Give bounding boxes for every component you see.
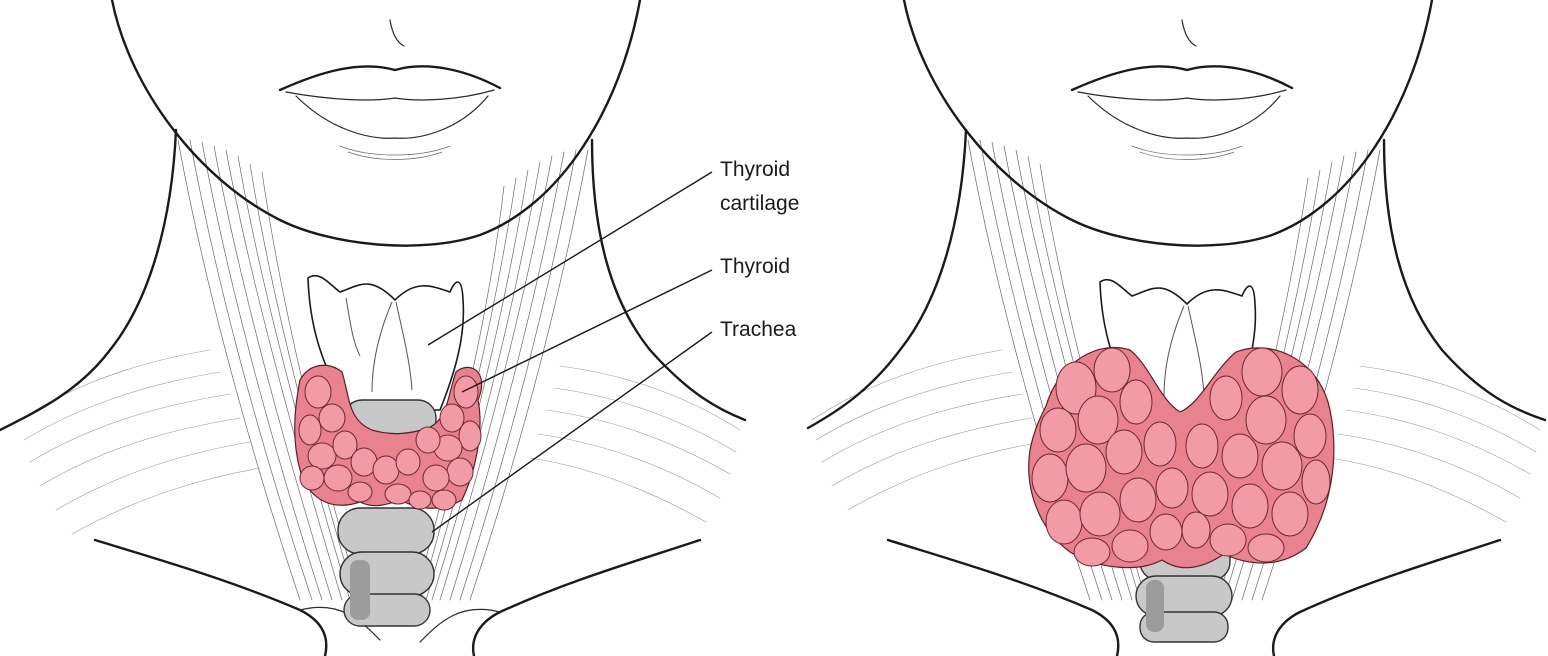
label-trachea: Trachea — [720, 318, 797, 341]
left-lips — [280, 20, 500, 160]
leader-thyroid-cartilage — [428, 172, 712, 345]
left-clavicle — [95, 540, 326, 656]
label-thyroid-cartilage-line1: Thyroid — [720, 158, 790, 181]
label-thyroid-cartilage-line2: cartilage — [720, 192, 799, 215]
right-neck-outline — [808, 130, 966, 428]
label-thyroid: Thyroid — [720, 255, 790, 278]
normal-neck-illustration: Thyroid cartilage Thyroid Trachea — [0, 0, 799, 656]
right-lips — [1072, 20, 1292, 160]
goiter-neck-illustration — [808, 0, 1545, 656]
right-jaw-outline — [904, 0, 1432, 246]
left-neck-outline — [0, 130, 176, 430]
left-jaw-outline — [112, 0, 640, 246]
